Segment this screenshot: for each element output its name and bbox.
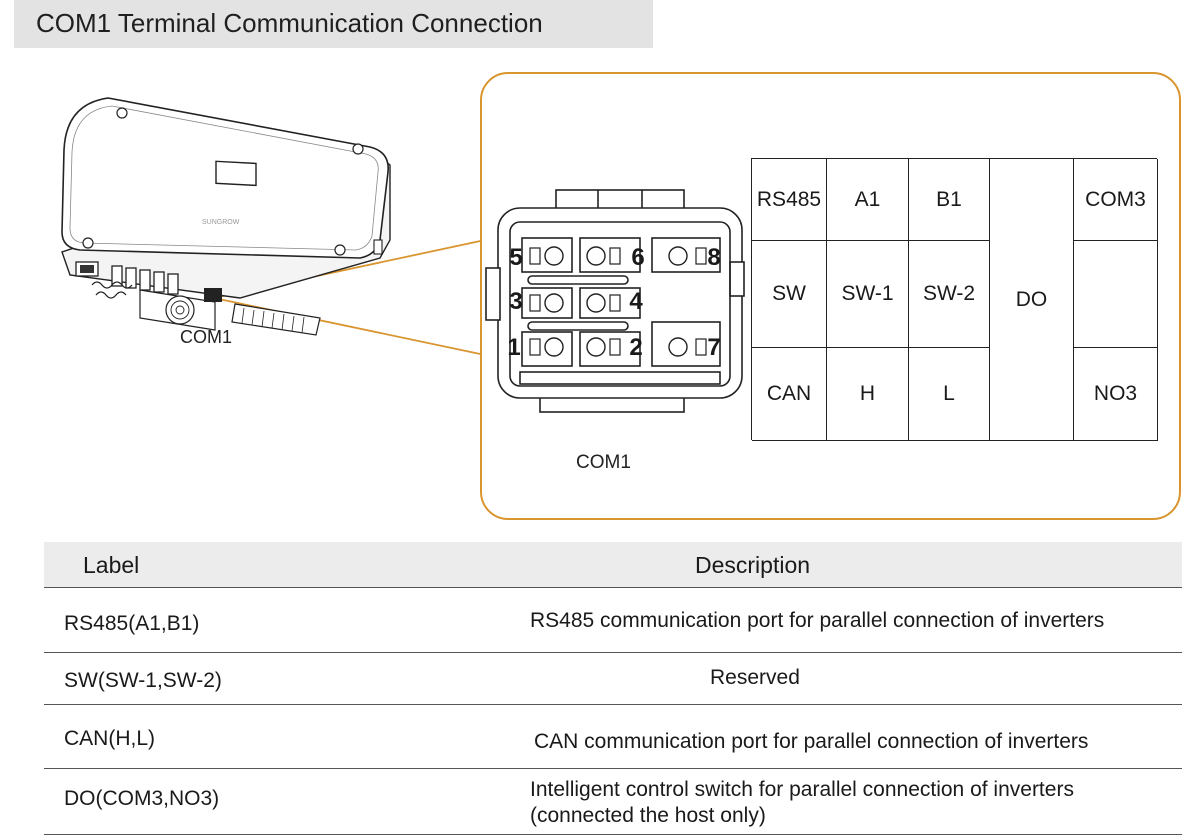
pin-number-1: 1 [507, 334, 521, 361]
row-label: CAN(H,L) [64, 727, 156, 750]
table-row: SW(SW-1,SW-2) Reserved [44, 653, 1182, 705]
pin-assignment-table: RS485 A1 B1 DO COM3 SW SW-1 SW-2 CAN H L… [751, 158, 1158, 441]
row-description: CAN communication port for parallel conn… [534, 730, 1089, 753]
pin-cell: NO3 [1074, 348, 1158, 441]
pin-number-6: 6 [631, 244, 645, 271]
pin-number-7: 7 [707, 334, 721, 361]
row-description: Reserved [710, 666, 800, 689]
row-description: Intelligent control switch for parallel … [530, 778, 1074, 801]
pin-6-contact [586, 246, 606, 266]
brand-logo: SUNGROW [202, 219, 240, 226]
pin-number-5: 5 [509, 244, 523, 271]
pin-cell-merged: DO [990, 159, 1074, 441]
page-title: COM1 Terminal Communication Connection [36, 8, 543, 38]
pin-3-contact [544, 293, 564, 313]
pin-cell: A1 [827, 159, 909, 241]
header-label: Label [83, 552, 140, 578]
pin-cell: CAN [752, 348, 827, 441]
table-row: DO(COM3,NO3) Intelligent control switch … [44, 769, 1182, 835]
screw-hole [334, 244, 346, 256]
screw-hole [352, 143, 364, 155]
pin-4-contact [586, 293, 606, 313]
pin-cell: B1 [909, 159, 990, 241]
table-row: CAN(H,L) CAN communication port for para… [44, 705, 1182, 769]
row-label: DO(COM3,NO3) [64, 787, 220, 810]
pin-cell: SW-2 [909, 241, 990, 348]
pin-2-contact [586, 337, 606, 357]
screw-hole [116, 107, 128, 119]
pin-number-2: 2 [629, 334, 643, 361]
row-label: SW(SW-1,SW-2) [64, 669, 222, 692]
pin-1-contact [544, 337, 564, 357]
description-table: Label Description RS485(A1,B1) RS485 com… [44, 542, 1182, 835]
title-bar: COM1 Terminal Communication Connection [14, 0, 653, 48]
pin-cell: RS485 [752, 159, 827, 241]
row-description: RS485 communication port for parallel co… [530, 609, 1105, 632]
table-header: Label Description [44, 542, 1182, 588]
com1-connector-label: COM1 [576, 452, 631, 473]
pin-cell: H [827, 348, 909, 441]
com1-port-label: COM1 [180, 327, 233, 347]
pin-cell-empty [1074, 241, 1158, 348]
pin-7-contact [668, 337, 688, 357]
pin-number-4: 4 [629, 288, 643, 315]
table-row: RS485(A1,B1) RS485 communication port fo… [44, 588, 1182, 653]
pin-cell: L [909, 348, 990, 441]
screw-hole [82, 237, 94, 249]
row-description-line2: (connected the host only) [530, 804, 766, 827]
pin-8-contact [668, 246, 688, 266]
display-window [215, 160, 257, 187]
header-description: Description [695, 552, 811, 578]
row-label: RS485(A1,B1) [64, 612, 200, 635]
pin-number-3: 3 [509, 288, 523, 315]
pin-5-contact [544, 246, 564, 266]
pin-number-8: 8 [707, 244, 721, 271]
pin-cell: SW-1 [827, 241, 909, 348]
pin-cell: COM3 [1074, 159, 1158, 241]
com1-port [204, 288, 222, 302]
pin-cell: SW [752, 241, 827, 348]
